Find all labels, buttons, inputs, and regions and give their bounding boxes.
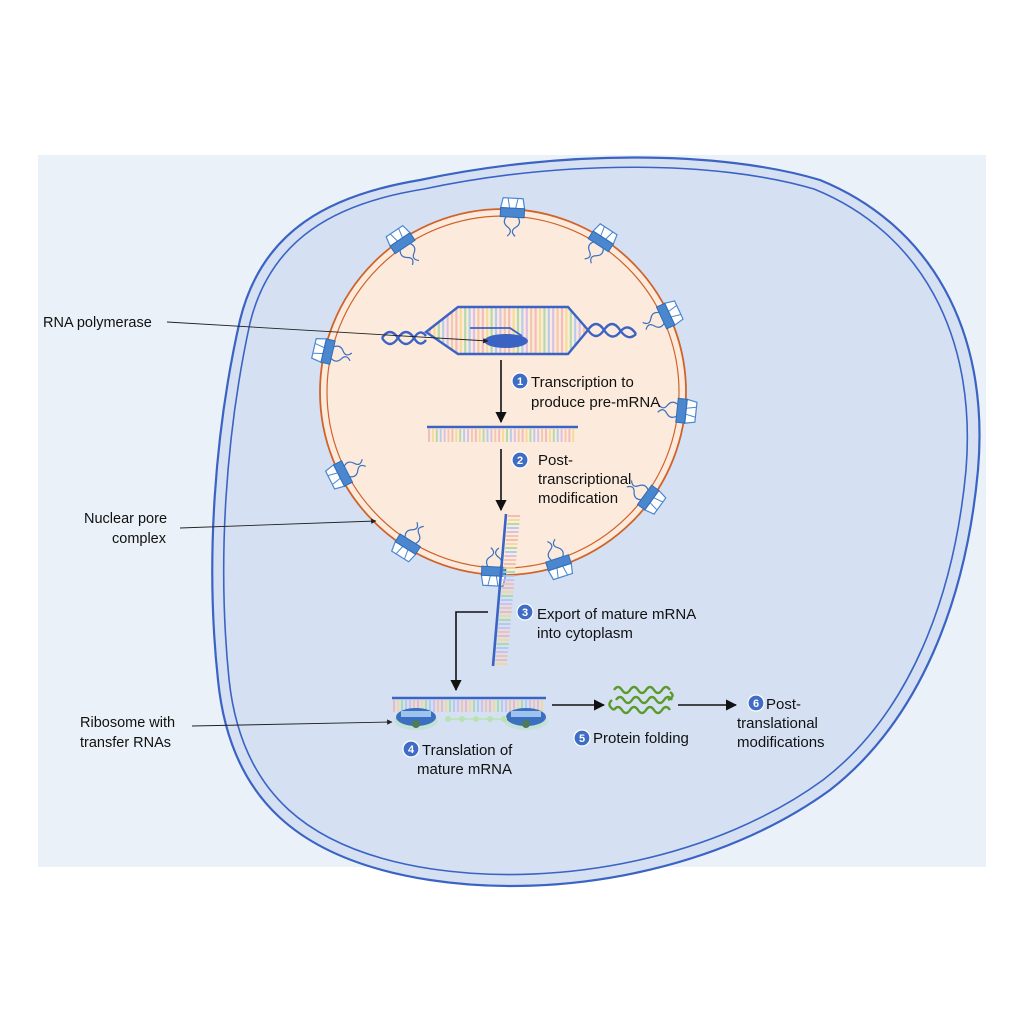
nuclear-pore-label-line1: Nuclear pore (84, 511, 167, 527)
rna-polymerase-label: RNA polymerase (43, 315, 152, 331)
step-5-badge (573, 729, 591, 747)
step-6-line1: Post- (766, 696, 801, 713)
ribosome-label-line2: transfer RNAs (80, 735, 171, 751)
step-4: 4 Translation of mature mRNA (402, 740, 513, 778)
step-2-line2: transcriptional (538, 471, 631, 488)
step-3-badge (516, 603, 534, 621)
step-4-badge (402, 740, 420, 758)
step-3-line1: Export of mature mRNA (537, 606, 696, 623)
step-3-line2: into cytoplasm (537, 625, 633, 642)
step-4-number: 4 (408, 744, 415, 756)
step-5: 5 Protein folding (573, 729, 689, 747)
ribosome-leader (191, 719, 393, 727)
step-1-number: 1 (517, 376, 523, 388)
nuclear-pore-icon (385, 224, 420, 266)
folded-protein-icon (608, 685, 674, 715)
step-2-number: 2 (517, 455, 523, 467)
step-6-line2: translational (737, 715, 818, 732)
rna-polymerase-leader (166, 321, 489, 344)
step-1-line2: produce pre-mRNA (531, 394, 660, 411)
nuclear-pore-icon (545, 538, 574, 581)
nuclear-pore-icon (584, 223, 618, 264)
step-6-line3: modifications (737, 734, 825, 751)
step-2-badge (511, 451, 529, 469)
nuclear-pores (311, 197, 698, 587)
dna-right-helix (587, 322, 637, 339)
step-5-number: 5 (579, 733, 585, 745)
nuclear-pore-icon (642, 300, 684, 330)
nuclear-pore-icon (390, 521, 424, 563)
ribosome-icon (504, 708, 548, 730)
step-6-badge (747, 694, 765, 712)
step-6-number: 6 (753, 698, 759, 710)
ribosome-icon (394, 708, 438, 730)
step-4-line1: Translation of (422, 742, 513, 759)
pre-mrna-strand (427, 425, 578, 442)
step-4-line2: mature mRNA (417, 761, 512, 778)
cell-membrane-inner (222, 166, 969, 876)
step-1: 1 Transcription to produce pre-mRNA (511, 372, 660, 411)
step-3-number: 3 (522, 607, 528, 619)
nuclear-pore-icon (499, 197, 526, 237)
step-1-badge (511, 372, 529, 390)
nuclear-pore-icon (657, 397, 698, 424)
nascent-polypeptide (445, 716, 507, 722)
step-6: 6 Post- translational modifications (737, 694, 825, 751)
step-1-line1: Transcription to (531, 374, 634, 391)
transcription-bubble (423, 305, 590, 356)
nucleus (319, 208, 687, 576)
step-2-line3: modification (538, 490, 618, 507)
rna-transcript (470, 327, 523, 337)
nucleoplasm (320, 209, 686, 575)
nuclear-pore-icon (626, 480, 667, 515)
nuclear-pore-label-line2: complex (112, 531, 167, 547)
nuclear-pore-leader (179, 518, 377, 529)
step-3-arrow (450, 611, 488, 692)
cell-membrane-outer (211, 156, 981, 888)
ribosome-label-line1: Ribosome with (80, 715, 175, 731)
rna-polymerase-icon (484, 334, 528, 348)
step-2: 2 Post- transcriptional modification (511, 451, 631, 507)
translation-complex (392, 696, 548, 730)
nuclear-pore-icon (324, 459, 367, 490)
step-3: 3 Export of mature mRNA into cytoplasm (516, 603, 696, 642)
mature-mrna-strand (491, 513, 520, 667)
nuclear-pore-icon (311, 337, 353, 365)
step-2-line1: Post- (538, 452, 573, 469)
dna-left-helix (381, 330, 427, 346)
step-5-line1: Protein folding (593, 730, 689, 747)
